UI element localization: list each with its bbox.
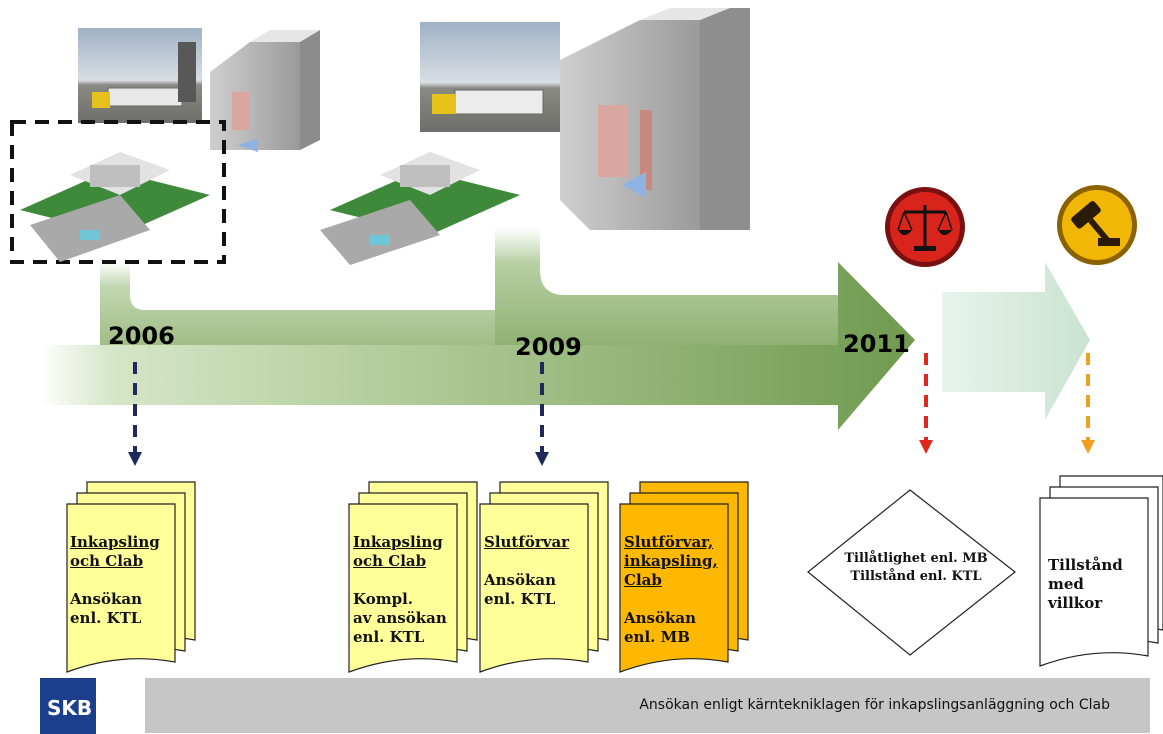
doc-3-heading: Slutförvar bbox=[484, 533, 570, 551]
building-cutaway-small bbox=[210, 30, 320, 152]
skb-logo: SKB bbox=[40, 678, 96, 734]
doc-2-heading: Inkapsling och Clab bbox=[353, 533, 443, 570]
doc-1-body: Ansökan enl. KTL bbox=[70, 590, 143, 627]
scales-of-justice-icon bbox=[885, 187, 965, 267]
connector-2009 bbox=[535, 362, 549, 466]
connector-decision bbox=[1081, 353, 1095, 454]
transport-photo-large bbox=[420, 22, 560, 132]
dashed-highlight-box bbox=[10, 120, 226, 264]
transport-photo-small bbox=[78, 28, 202, 123]
year-label-2006: 2006 bbox=[108, 322, 175, 350]
year-label-2009: 2009 bbox=[515, 333, 582, 361]
decision-diamond bbox=[807, 489, 1016, 656]
doc-text-4: Slutförvar, inkapsling, Clab Ansökan enl… bbox=[624, 514, 728, 666]
skb-logo-text: SKB bbox=[47, 696, 93, 720]
decision-text: Tillåtlighet enl. MB Tillstånd enl. KTL bbox=[844, 551, 988, 584]
footer-bar: Ansökan enligt kärntekniklagen för inkap… bbox=[145, 678, 1150, 733]
future-arrow bbox=[942, 262, 1090, 420]
gavel-icon bbox=[1057, 185, 1137, 265]
doc-text-3: Slutförvar Ansökan enl. KTL bbox=[484, 514, 588, 628]
doc-stack-3 bbox=[479, 481, 609, 673]
doc-stack-4 bbox=[619, 481, 749, 673]
doc-text-1: Inkapsling och Clab Ansökan enl. KTL bbox=[70, 514, 174, 647]
doc-stack-5 bbox=[1039, 475, 1163, 667]
doc-1-heading: Inkapsling och Clab bbox=[70, 533, 160, 570]
doc-5-body: Tillstånd med villkor bbox=[1048, 556, 1123, 612]
footer-text: Ansökan enligt kärntekniklagen för inkap… bbox=[639, 697, 1110, 713]
facility-illustration-2 bbox=[320, 152, 520, 265]
connector-2011 bbox=[919, 353, 933, 454]
connector-2006 bbox=[128, 362, 142, 466]
doc-text-5: Tillstånd med villkor bbox=[1048, 537, 1148, 632]
doc-4-heading: Slutförvar, inkapsling, Clab bbox=[624, 533, 718, 589]
doc-stack-2 bbox=[348, 481, 478, 673]
building-cutaway-large bbox=[560, 8, 750, 230]
facility-illustration-1 bbox=[20, 152, 210, 262]
doc-text-2: Inkapsling och Clab Kompl. av ansökan en… bbox=[353, 514, 457, 666]
main-timeline-arrow bbox=[40, 228, 915, 430]
doc-stack-1 bbox=[66, 481, 196, 673]
doc-2-body: Kompl. av ansökan enl. KTL bbox=[353, 590, 447, 646]
doc-4-body: Ansökan enl. MB bbox=[624, 609, 697, 646]
year-label-2011: 2011 bbox=[843, 330, 910, 358]
doc-3-body: Ansökan enl. KTL bbox=[484, 571, 557, 608]
